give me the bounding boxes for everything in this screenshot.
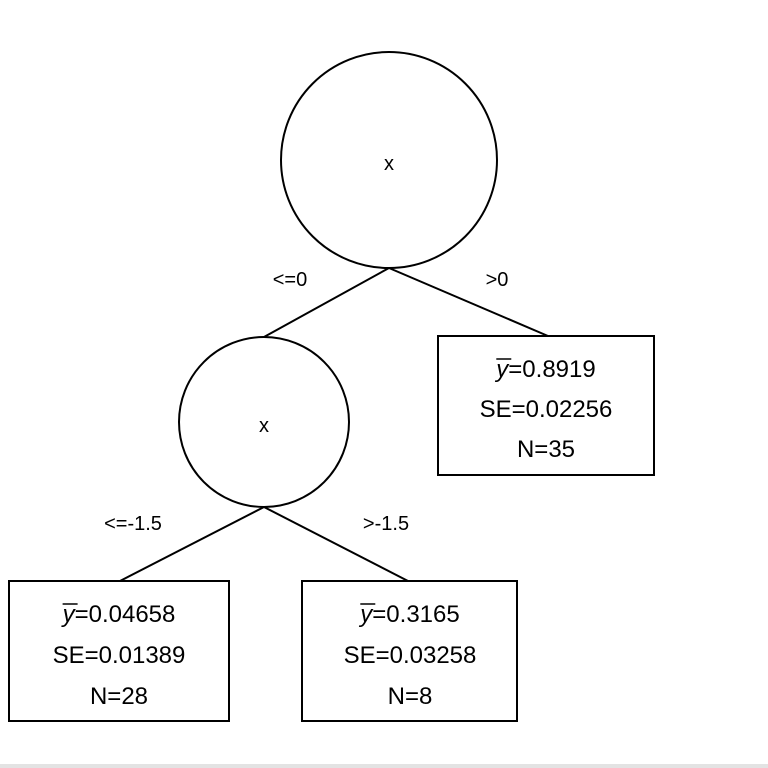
leaf-se: SE=0.03258 [344,642,477,669]
edge-label-root-left: <=0 [273,269,307,291]
edge-root-right [388,267,549,337]
leaf-box-right [437,335,655,476]
leaf-box-left-left [8,580,230,722]
leaf-mean: y=0.3165 [358,601,459,628]
leaf-n: N=28 [90,683,148,710]
leaf-mean-value: =0.04658 [75,601,176,628]
leaf-mean-value: =0.3165 [372,601,459,628]
leaf-box-left-right [301,580,518,722]
edge-root-left [263,267,390,338]
leaf-mean: y=0.8919 [494,356,595,383]
leaf-se: SE=0.02256 [480,396,613,423]
ybar-symbol: y [358,601,374,628]
edge-inner-right [263,506,409,582]
bottom-divider [0,764,768,768]
leaf-mean-value: =0.8919 [508,356,595,383]
inner-node [178,336,350,508]
ybar-symbol: y [61,601,77,628]
root-node [280,51,498,269]
leaf-left-left: y=0.04658 SE=0.01389 N=28 [53,601,186,710]
leaf-n: N=35 [517,436,575,463]
edge-label-inner-left: <=-1.5 [104,513,162,535]
edge-label-root-right: >0 [486,269,509,291]
leaf-se: SE=0.01389 [53,642,186,669]
ybar-symbol: y [494,356,510,383]
leaf-right: y=0.8919 SE=0.02256 N=35 [480,356,613,463]
leaf-n: N=8 [388,683,433,710]
edge-label-inner-right: >-1.5 [363,513,409,535]
inner-node-label: x [259,415,269,437]
edge-inner-left [119,506,265,582]
root-node-label: x [384,153,394,175]
leaf-left-right: y=0.3165 SE=0.03258 N=8 [344,601,477,710]
leaf-mean: y=0.04658 [61,601,176,628]
